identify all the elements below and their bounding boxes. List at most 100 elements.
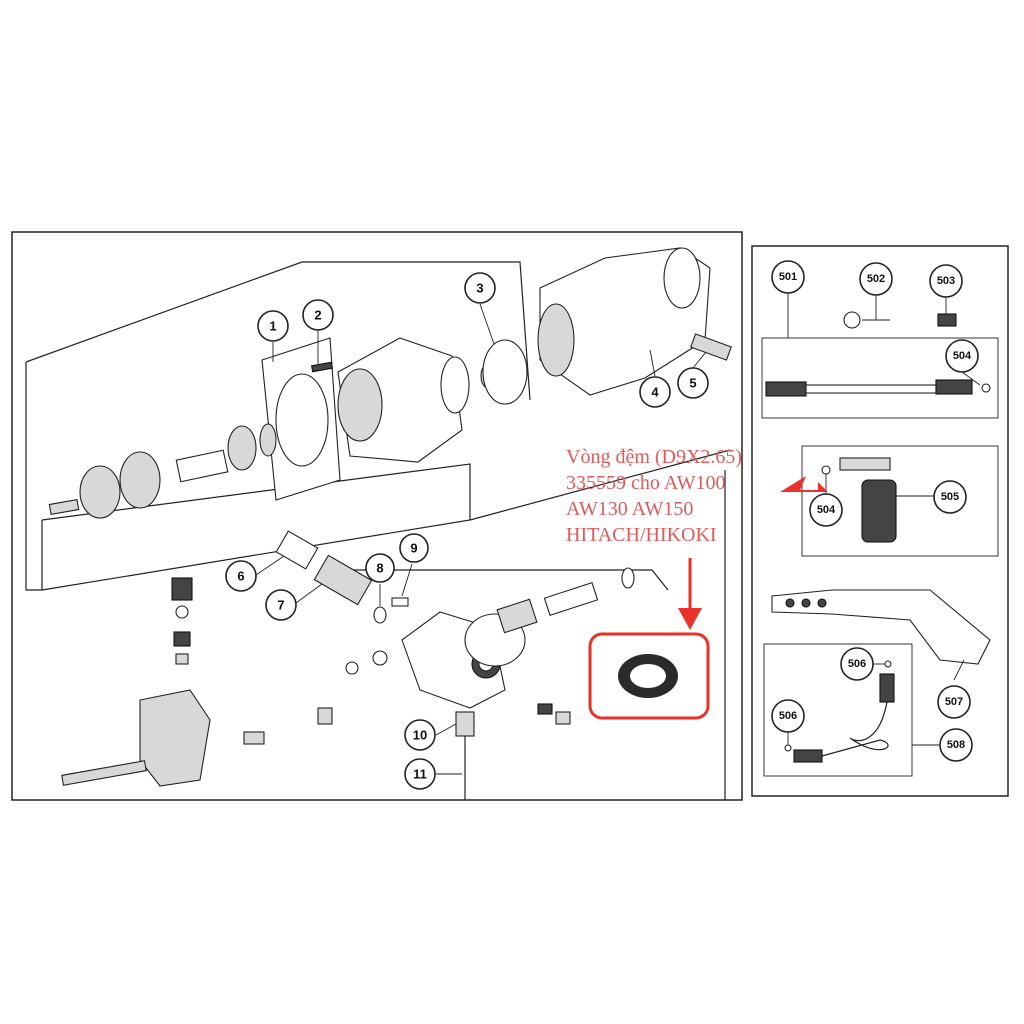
callout-504-top-label: 504 bbox=[953, 350, 972, 362]
clip bbox=[621, 567, 635, 589]
oring-506a bbox=[884, 660, 892, 668]
check-valve bbox=[173, 631, 191, 647]
callout-505: 505 bbox=[933, 480, 967, 514]
gun-hole-b bbox=[801, 598, 811, 608]
hose-box bbox=[763, 643, 913, 777]
callout-4-label: 4 bbox=[651, 385, 659, 400]
gasket bbox=[482, 339, 528, 405]
callout-6: 6 bbox=[225, 560, 257, 592]
lance-handle bbox=[765, 381, 807, 397]
highlight-box bbox=[588, 632, 710, 720]
large-gear bbox=[440, 356, 470, 414]
annotation-line-3: AW130 AW150 bbox=[566, 498, 694, 520]
oring-506b bbox=[784, 744, 792, 752]
callout-1-label: 1 bbox=[269, 319, 276, 334]
callout-505-label: 505 bbox=[941, 491, 959, 503]
callout-2: 2 bbox=[302, 299, 334, 331]
callout-11-label: 11 bbox=[413, 767, 427, 782]
callout-7: 7 bbox=[265, 589, 297, 621]
screw-b bbox=[555, 711, 571, 725]
annotation-line-1: Vòng đệm (D9X2.65) bbox=[566, 446, 743, 468]
callout-507: 507 bbox=[937, 685, 971, 719]
fitting-a bbox=[243, 731, 265, 745]
callout-3-label: 3 bbox=[476, 281, 483, 296]
callout-504-top: 504 bbox=[945, 339, 979, 373]
callout-506-bottom-label: 506 bbox=[779, 710, 797, 722]
annotation-line-4: HITACH/HIKOKI bbox=[566, 524, 717, 546]
cover-ring bbox=[79, 465, 121, 519]
callout-504-foam: 504 bbox=[809, 493, 843, 527]
spring bbox=[496, 598, 538, 634]
oring-504 bbox=[821, 465, 831, 475]
ball-502 bbox=[843, 311, 861, 329]
callout-7-label: 7 bbox=[277, 598, 284, 613]
highlight-callout bbox=[588, 558, 710, 720]
frame-line-mid bbox=[41, 463, 471, 591]
callout-506-top-label: 506 bbox=[848, 658, 866, 670]
accessory-panel-border bbox=[751, 245, 1009, 797]
hose-fitting-top bbox=[879, 673, 895, 703]
bearing-left bbox=[227, 425, 257, 471]
foam-head bbox=[839, 457, 891, 471]
callout-10: 10 bbox=[404, 719, 436, 751]
shaft-sleeve bbox=[175, 449, 229, 483]
main-panel-border bbox=[11, 231, 743, 801]
callout-1: 1 bbox=[257, 310, 289, 342]
callout-10-label: 10 bbox=[413, 728, 427, 743]
washer-photo-hole bbox=[630, 664, 666, 688]
main-panel bbox=[11, 231, 743, 801]
seal-a bbox=[345, 661, 359, 675]
gear-housing-bore bbox=[337, 368, 383, 442]
callout-8: 8 bbox=[365, 553, 395, 583]
foam-bottle bbox=[861, 479, 897, 543]
callout-6-label: 6 bbox=[237, 569, 244, 584]
highlight-arrowhead bbox=[678, 608, 702, 630]
callout-9: 9 bbox=[399, 533, 429, 563]
oring-8 bbox=[373, 606, 387, 624]
part-annotation: Vòng đệm (D9X2.65) 335559 cho AW100 AW13… bbox=[566, 444, 776, 548]
callout-2-label: 2 bbox=[314, 308, 321, 323]
valve-body bbox=[139, 689, 211, 787]
callout-501: 501 bbox=[771, 260, 805, 294]
frame-line-top bbox=[25, 261, 531, 401]
motor-face bbox=[537, 303, 575, 377]
bolt bbox=[48, 499, 80, 515]
fitting-b bbox=[317, 707, 333, 725]
motor-assembly bbox=[48, 247, 732, 519]
lance-box bbox=[761, 337, 999, 419]
callout-3: 3 bbox=[464, 272, 496, 304]
plunger-7 bbox=[313, 554, 373, 606]
callout-502-label: 502 bbox=[867, 273, 885, 285]
foam-box bbox=[801, 445, 999, 557]
callouts-accessory: 501 502 503 504 504 505 506 506 507 508 bbox=[771, 260, 979, 762]
seal-housing bbox=[119, 451, 161, 509]
callout-506-top: 506 bbox=[840, 647, 874, 681]
callouts-main: 1 2 3 4 5 6 7 8 9 10 11 bbox=[225, 272, 709, 790]
callout-5: 5 bbox=[677, 367, 709, 399]
callout-502: 502 bbox=[859, 262, 893, 296]
callout-9-label: 9 bbox=[410, 541, 417, 556]
washer-a bbox=[175, 605, 189, 619]
callout-508: 508 bbox=[939, 728, 973, 762]
accessory-panel bbox=[751, 245, 1009, 797]
callout-5-label: 5 bbox=[689, 376, 696, 391]
lance-nozzle bbox=[935, 379, 973, 395]
callout-8-label: 8 bbox=[376, 561, 383, 576]
hose-fitting-bottom bbox=[793, 749, 823, 763]
pump-assembly bbox=[61, 530, 635, 800]
seal-b bbox=[372, 650, 388, 666]
lance-tube bbox=[805, 384, 937, 394]
screw-a bbox=[537, 703, 553, 715]
frame-line-right bbox=[469, 449, 731, 521]
callout-501-label: 501 bbox=[779, 271, 797, 283]
callout-503: 503 bbox=[929, 264, 963, 298]
callout-11: 11 bbox=[404, 758, 436, 790]
gun-hole-c bbox=[817, 598, 827, 608]
callout-508-label: 508 bbox=[947, 739, 965, 751]
frame-line-pump bbox=[330, 569, 669, 591]
screw-2 bbox=[310, 361, 334, 373]
frame-line-left bbox=[25, 362, 42, 591]
leader-lines-main bbox=[255, 303, 707, 775]
spring-small bbox=[175, 653, 189, 665]
